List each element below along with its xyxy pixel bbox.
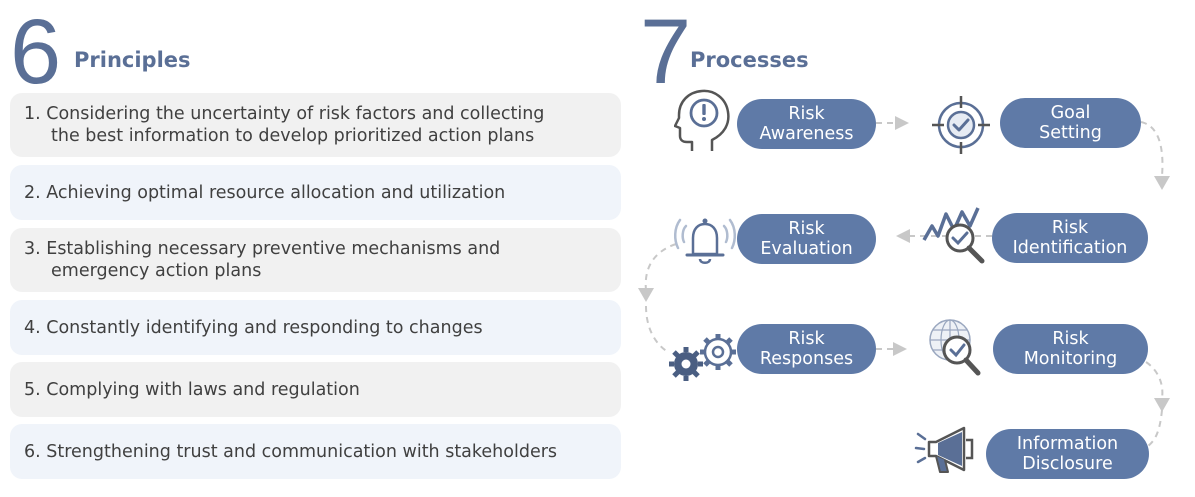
chart-magnifier-icon bbox=[922, 207, 985, 264]
arrowhead bbox=[1154, 176, 1170, 190]
step-label: Risk bbox=[1052, 329, 1089, 349]
principles-title: Principles bbox=[74, 48, 191, 72]
principle-item-1: 1. Considering the uncertainty of risk f… bbox=[10, 93, 621, 157]
arrowhead bbox=[895, 116, 909, 130]
principle-text-cont: the best information to develop prioriti… bbox=[51, 126, 535, 146]
process-step-risk-evaluation: Risk Evaluation bbox=[737, 214, 876, 264]
principle-text: 4. Constantly identifying and responding… bbox=[24, 317, 483, 338]
globe-magnifier-icon bbox=[929, 319, 981, 376]
principles-number: 6 bbox=[10, 1, 62, 103]
step-label: Setting bbox=[1039, 123, 1102, 143]
step-label: Evaluation bbox=[760, 239, 853, 259]
connector-monitoring-to-disclosure-tail bbox=[1147, 409, 1163, 447]
megaphone-icon bbox=[914, 426, 974, 473]
bell-icon bbox=[674, 218, 736, 264]
step-label: Awareness bbox=[759, 124, 854, 144]
step-label: Risk bbox=[788, 104, 825, 124]
principle-text: 5. Complying with laws and regulation bbox=[24, 379, 360, 400]
step-label: Risk bbox=[1051, 218, 1089, 238]
step-label: Risk bbox=[788, 329, 825, 349]
step-label: Responses bbox=[759, 349, 854, 369]
step-label: Monitoring bbox=[1023, 349, 1118, 369]
step-label: Goal bbox=[1050, 103, 1091, 123]
principle-text: 2. Achieving optimal resource allocation… bbox=[24, 182, 506, 203]
step-label: Risk bbox=[788, 219, 825, 239]
principle-text: 3. Establishing necessary preventive mec… bbox=[24, 239, 501, 259]
connector-goal-to-identification bbox=[1140, 121, 1164, 177]
connector-monitoring-to-disclosure bbox=[1145, 361, 1164, 399]
processes-title: Processes bbox=[690, 48, 809, 72]
step-label: Identification bbox=[1012, 238, 1128, 258]
process-step-risk-awareness: Risk Awareness bbox=[737, 99, 876, 149]
target-check-icon bbox=[932, 96, 990, 154]
principle-item-5: 5. Complying with laws and regulation bbox=[10, 362, 621, 417]
principle-item-6: 6. Strengthening trust and communication… bbox=[10, 424, 621, 479]
step-label: Disclosure bbox=[1022, 454, 1113, 474]
arrowhead bbox=[893, 342, 907, 356]
principle-text: 6. Strengthening trust and communication… bbox=[24, 441, 558, 462]
head-alert-icon bbox=[674, 89, 730, 151]
process-step-risk-responses: Risk Responses bbox=[737, 324, 876, 374]
principle-item-4: 4. Constantly identifying and responding… bbox=[10, 300, 621, 355]
arrowhead bbox=[896, 229, 910, 243]
arrowhead bbox=[638, 288, 654, 302]
principle-text: 1. Considering the uncertainty of risk f… bbox=[24, 104, 545, 124]
principle-item-3: 3. Establishing necessary preventive mec… bbox=[10, 228, 621, 292]
process-step-risk-identification: Risk Identification bbox=[992, 213, 1148, 263]
process-step-goal-setting: Goal Setting bbox=[1000, 98, 1141, 148]
principle-item-2: 2. Achieving optimal resource allocation… bbox=[10, 165, 621, 220]
process-step-risk-monitoring: Risk Monitoring bbox=[993, 324, 1148, 374]
arrowhead bbox=[1154, 398, 1170, 412]
processes-number: 7 bbox=[640, 1, 692, 103]
principle-text-cont: emergency action plans bbox=[51, 261, 262, 281]
gears-icon bbox=[669, 334, 736, 381]
step-label: Information bbox=[1016, 434, 1119, 454]
connector-evaluation-to-responses-bottom bbox=[645, 305, 669, 353]
process-step-information-disclosure: Information Disclosure bbox=[986, 429, 1149, 479]
